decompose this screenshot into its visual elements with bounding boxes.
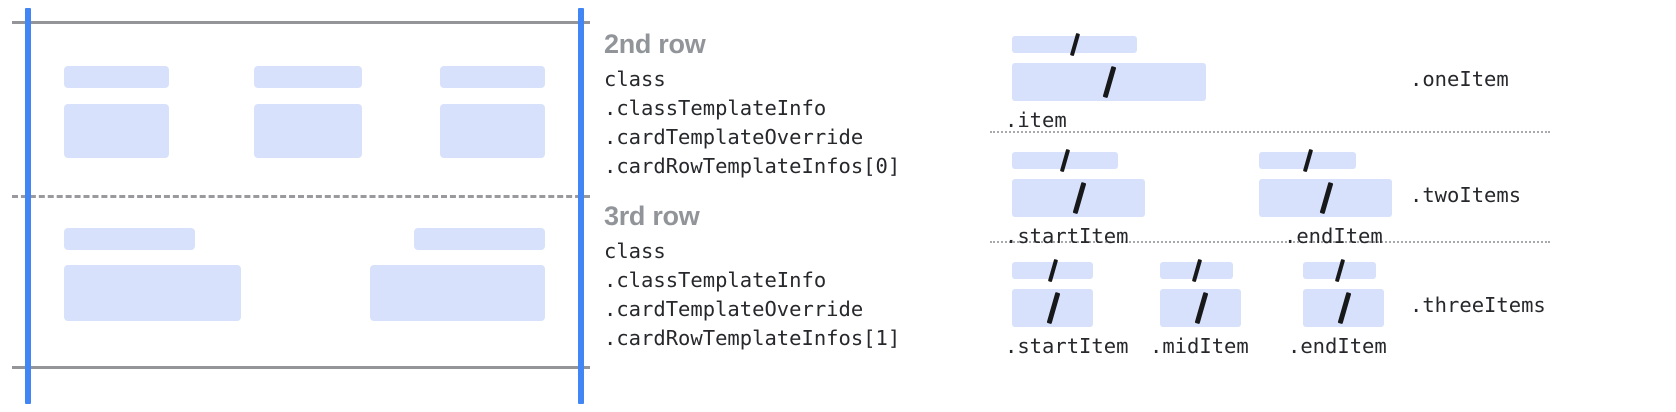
- spec-line: .cardRowTemplateInfos[1]: [604, 326, 901, 350]
- spec-line: class: [604, 239, 666, 263]
- placeholder-bar: [254, 66, 362, 88]
- placeholder-box: [370, 265, 545, 321]
- variant-divider-dotted: [990, 131, 1550, 133]
- spec-block-second-row: 2nd row class .classTemplateInfo .cardTe…: [604, 28, 900, 181]
- slot-caption: .startItem: [1005, 224, 1129, 248]
- slot-caption: .endItem: [1288, 334, 1387, 358]
- card-row-layout-diagram: [0, 0, 592, 412]
- spec-title: 3rd row: [604, 201, 700, 231]
- variant-label: .twoItems: [1410, 183, 1522, 207]
- variant-three-items: .startItem .midItem .endItem .threeItems: [985, 248, 1676, 366]
- slot-caption: .midItem: [1150, 334, 1249, 358]
- slot-caption: .item: [1005, 108, 1067, 132]
- spec-line: .classTemplateInfo: [604, 96, 827, 120]
- placeholder-bar: [414, 228, 545, 250]
- row-divider-dashed: [12, 195, 590, 198]
- variant-divider-dotted: [990, 241, 1550, 243]
- right-margin-guide: [578, 8, 584, 404]
- placeholder-bar: [64, 228, 195, 250]
- spec-line: .cardTemplateOverride: [604, 125, 864, 149]
- left-margin-guide: [25, 8, 31, 404]
- placeholder-bar: [440, 66, 545, 88]
- spec-line: .cardTemplateOverride: [604, 297, 864, 321]
- spec-line: .classTemplateInfo: [604, 268, 827, 292]
- bottom-rule: [12, 366, 590, 369]
- spec-line: class: [604, 67, 666, 91]
- slot-caption: .startItem: [1005, 334, 1129, 358]
- variant-one-item: .item .oneItem: [985, 22, 1676, 132]
- placeholder-box: [254, 104, 362, 158]
- placeholder-box: [64, 104, 169, 158]
- placeholder-box: [440, 104, 545, 158]
- spec-text-column: 2nd row class .classTemplateInfo .cardTe…: [604, 0, 974, 412]
- spec-line: .cardRowTemplateInfos[0]: [604, 154, 901, 178]
- variant-two-items: .startItem .endItem .twoItems: [985, 138, 1676, 248]
- variant-label: .oneItem: [1410, 67, 1509, 91]
- top-rule: [12, 21, 590, 24]
- spec-title: 2nd row: [604, 29, 706, 59]
- placeholder-box: [64, 265, 241, 321]
- slot-caption: .endItem: [1284, 224, 1383, 248]
- variant-label: .threeItems: [1410, 293, 1546, 317]
- placeholder-bar: [64, 66, 169, 88]
- spec-block-third-row: 3rd row class .classTemplateInfo .cardTe…: [604, 200, 900, 353]
- item-variant-panel: .item .oneItem .startItem .endItem .twoIt…: [985, 0, 1676, 412]
